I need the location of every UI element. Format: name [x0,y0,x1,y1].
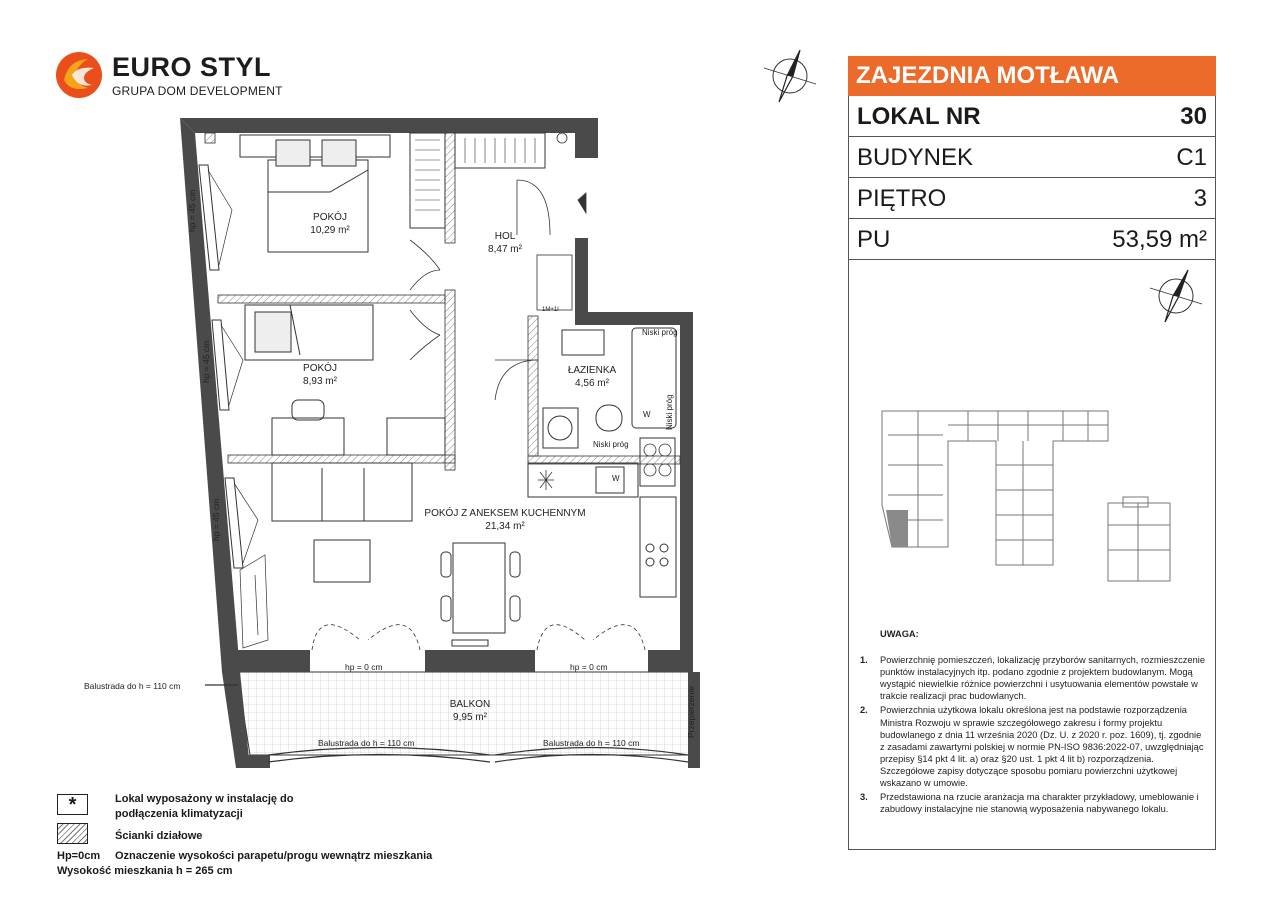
compass-icon [763,49,817,103]
info-value: 53,59 m² [1112,226,1207,253]
room-area: 8,93 m² [303,376,337,387]
info-value: C1 [1176,144,1207,171]
note-number: 3. [860,792,868,803]
legend-hp-text: Oznaczenie wysokości parapetu/progu wewn… [115,850,433,862]
note-item: 3. Przedstawiona na rzucie aranżacja ma c… [858,791,1208,815]
notes-title: UWAGA: [880,629,919,639]
brand-subtitle: GRUPA DOM DEVELOPMENT [112,84,283,98]
low-threshold-label: Niski próg [665,394,674,430]
window-height-label: hp = 45 cm [201,340,211,383]
note-item: 1. Powierzchnię pomieszczeń, lokalizację … [858,654,1208,702]
door-height-label: hp = 0 cm [570,662,608,672]
info-value: 3 [1193,185,1207,212]
ac-symbol-box: * [57,794,88,815]
installation-tag: 1M+1I [542,307,559,313]
compass-icon [1149,269,1203,323]
room-name: POKÓJ [303,363,337,374]
room-label-living-kitchen: POKÓJ Z ANEKSEM KUCHENNYM 21,34 m² [405,507,605,533]
legend-partition-text: Ścianki działowe [115,830,203,842]
note-text: Powierzchnię pomieszczeń, lokalizację pr… [880,655,1206,702]
room-label-bedroom-1: POKÓJ 10,29 m² [290,211,370,237]
water-tag: W [612,474,620,483]
note-number: 2. [860,705,868,716]
info-row-area: PU 53,59 m² [848,219,1216,260]
room-label-bedroom-2: POKÓJ 8,93 m² [280,362,360,388]
legend-height-text: Wysokość mieszkania h = 265 cm [57,865,233,877]
room-area: 9,95 m² [453,712,487,723]
legend-hp-key: Hp=0cm [57,850,101,862]
low-threshold-label: Niski próg [593,440,629,449]
room-area: 8,47 m² [488,244,522,255]
room-label-hall: HOL 8,47 m² [465,230,545,256]
info-label: LOKAL NR [857,103,981,130]
info-value: 30 [1180,103,1207,130]
note-text: Powierzchnia użytkowa lokalu określona j… [880,705,1204,789]
room-name: POKÓJ Z ANEKSEM KUCHENNYM [424,508,586,519]
water-tag: W [643,410,651,419]
partition-label: Przepierzenie [686,686,696,738]
notes-section: UWAGA: 1. Powierzchnię pomieszczeń, lokal… [858,628,1208,815]
legend-ac-text: Lokal wyposażony w instalację do podłącz… [115,793,294,820]
window-height-label: hp = 45 cm [211,498,221,541]
room-name: HOL [494,231,516,242]
door-height-label: hp = 0 cm [345,662,383,672]
brand-logo-icon [56,52,102,98]
info-label: PU [857,226,891,253]
low-threshold-label: Niski próg [642,328,678,337]
info-row-floor: PIĘTRO 3 [848,178,1216,219]
building-key-plan [881,410,1171,582]
info-row-building: BUDYNEK C1 [848,137,1216,178]
hatch-swatch-icon [57,823,88,844]
room-area: 4,56 m² [575,378,609,389]
note-number: 1. [860,655,868,666]
room-name: POKÓJ [313,212,347,223]
info-row-unit: LOKAL NR 30 [848,96,1216,137]
balustrade-label: Balustrada do h = 110 cm [84,681,181,691]
note-item: 2. Powierzchnia użytkowa lokalu określona… [858,704,1208,789]
info-label: BUDYNEK [857,144,974,171]
room-name: BALKON [449,699,491,710]
info-label: PIĘTRO [857,185,947,212]
project-title: ZAJEZDNIA MOTŁAWA [848,56,1216,96]
balustrade-label: Balustrada do h = 110 cm [543,738,640,748]
note-text: Przedstawiona na rzucie aranżacja ma cha… [880,792,1199,815]
room-area: 21,34 m² [485,521,525,532]
brand-name: EURO STYL [112,52,272,82]
room-area: 10,29 m² [310,225,350,236]
window-height-label: hp = 45 cm [187,189,197,232]
room-name: ŁAZIENKA [567,365,617,376]
room-label-bathroom: ŁAZIENKA 4,56 m² [552,364,632,390]
room-label-balcony: BALKON 9,95 m² [430,698,510,724]
balustrade-label: Balustrada do h = 110 cm [318,738,415,748]
floor-plan [180,118,700,768]
